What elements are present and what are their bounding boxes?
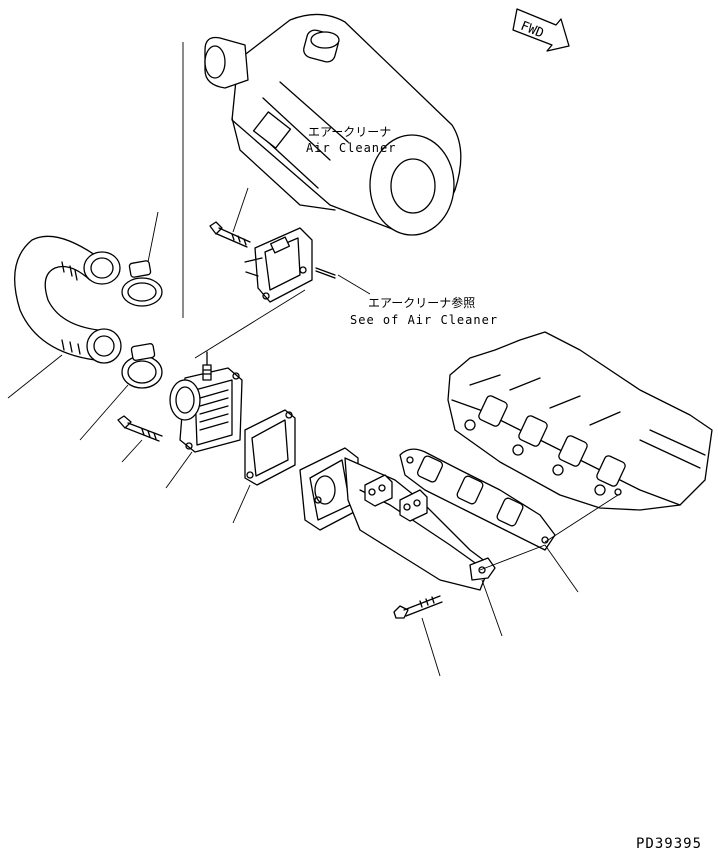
leader-line [165,451,193,489]
bolt-lower-left [117,415,163,442]
see-ref-jp-label: エアークリーナ参照 [368,295,475,310]
leader-line [7,354,63,399]
manifold-gasket [399,448,556,551]
air-cleaner [204,13,462,236]
leader-line [421,617,441,677]
fwd-arrow-icon: FWD [512,8,570,52]
hose-clamp-upper [121,260,163,307]
see-ref-en-label: See of Air Cleaner [350,313,498,327]
leader-line [232,484,251,524]
bolt-upper [209,221,251,248]
bolt-lower [393,595,443,619]
gasket-intake [244,409,296,486]
drawing-number: PD39395 [636,836,702,852]
cylinder-head [447,331,713,511]
hose-clamp-lower [121,343,163,389]
leader-line [147,211,159,263]
intake-elbow [169,351,243,453]
leader-line [79,384,129,441]
hose [14,235,122,364]
leader-line [232,187,249,233]
leader-line [121,439,143,463]
intake-manifold [299,447,496,591]
mounting-bracket [244,227,313,303]
air-cleaner-jp-label: エアークリーナ [308,125,391,139]
air-cleaner-en-label: Air Cleaner [306,141,396,155]
